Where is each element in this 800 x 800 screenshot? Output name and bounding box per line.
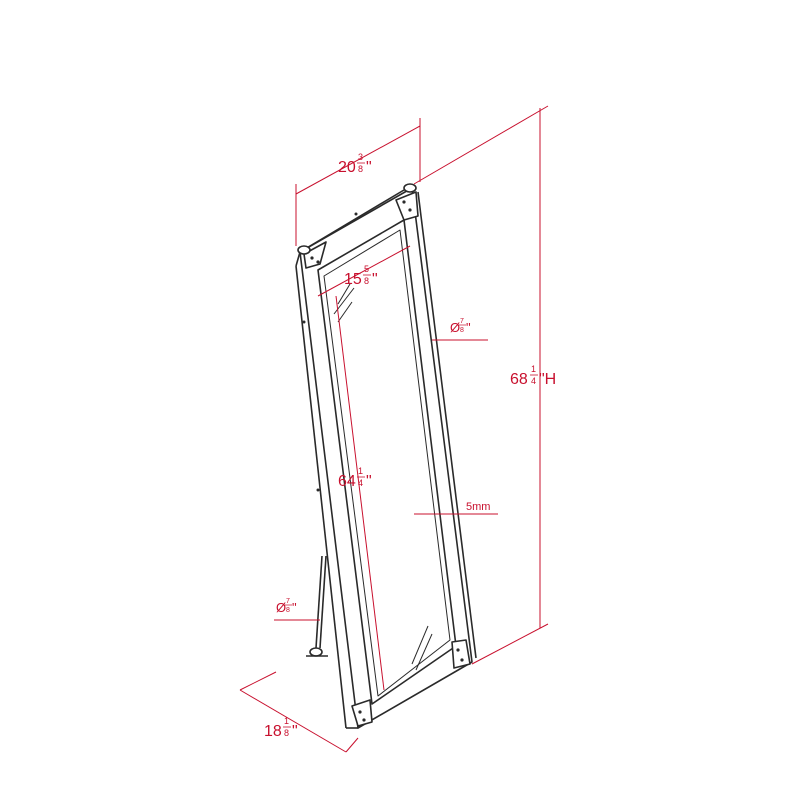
mirror-glass xyxy=(323,229,451,697)
dim-bottom-depth-line xyxy=(239,689,347,753)
tube-right-den: 8 xyxy=(460,327,464,334)
tube-right-unit: " xyxy=(466,320,471,335)
tube-left-unit: " xyxy=(292,600,297,615)
inner-width-unit: " xyxy=(372,271,378,288)
frame-side-left-long xyxy=(295,265,347,729)
glass-reflection-bottom xyxy=(411,625,433,671)
tube-right-num: 7 xyxy=(460,318,464,325)
stand-leg xyxy=(315,555,323,649)
dimension-labels: 20 3 8 " 15 5 8 " 68 1 4 "H 64 1 4 xyxy=(264,152,556,740)
total-height-den: 4 xyxy=(531,376,536,386)
inner-width-num: 5 xyxy=(364,264,369,274)
dim-inner-width-line xyxy=(317,245,411,297)
top-width-unit: " xyxy=(366,159,372,176)
total-height-unit: "H xyxy=(539,371,556,388)
frame-top-depth xyxy=(299,189,405,253)
glass-height-num: 1 xyxy=(358,466,363,476)
frame-right-depth xyxy=(417,191,477,659)
stand-leg-2 xyxy=(319,555,327,649)
glass-height-den: 4 xyxy=(358,478,363,488)
top-width-den: 8 xyxy=(358,164,363,174)
label-glass-thickness: 5mm xyxy=(466,501,490,513)
glass-height-whole: 64 xyxy=(338,473,356,490)
back-hardware xyxy=(302,212,358,492)
bottom-depth-den: 8 xyxy=(284,728,289,738)
label-glass-height: 64 1 4 " xyxy=(338,466,372,490)
top-width-num: 3 xyxy=(358,152,363,162)
total-height-whole: 68 xyxy=(510,371,528,388)
tube-right-prefix: Ø xyxy=(450,320,460,335)
stand-foot xyxy=(309,647,323,657)
glass-height-unit: " xyxy=(366,473,372,490)
tube-left-prefix: Ø xyxy=(276,600,286,615)
inner-width-whole: 15 xyxy=(344,271,362,288)
tube-left-den: 8 xyxy=(286,607,290,614)
dim-top-width-line xyxy=(295,125,421,195)
frame-inner xyxy=(317,219,457,705)
bottom-depth-num: 1 xyxy=(284,716,289,726)
dim-glass-height-line xyxy=(335,295,385,691)
corner-bracket-top-right xyxy=(395,191,419,221)
bolts xyxy=(310,200,464,722)
mirror-frame xyxy=(295,183,477,729)
top-cap-right xyxy=(403,183,417,193)
bottom-depth-unit: " xyxy=(292,723,298,740)
bottom-depth-whole: 18 xyxy=(264,723,282,740)
label-tube-dia-left: Ø 7 8 " xyxy=(276,598,297,615)
dim-bottom-depth-ext xyxy=(239,671,277,691)
frame-outer xyxy=(299,187,473,729)
label-total-height: 68 1 4 "H xyxy=(510,364,556,388)
label-bottom-depth: 18 1 8 " xyxy=(264,716,298,740)
dim-height-ext-top xyxy=(413,105,549,185)
dimension-lines xyxy=(239,105,549,753)
label-inner-width: 15 5 8 " xyxy=(344,264,378,288)
dim-height-ext-bottom xyxy=(471,623,549,665)
corner-bracket-bottom-right xyxy=(451,639,471,669)
label-tube-dia-right: Ø 7 8 " xyxy=(450,318,471,335)
top-width-whole: 20 xyxy=(338,159,356,176)
top-cap-left xyxy=(297,245,311,255)
inner-width-den: 8 xyxy=(364,276,369,286)
corner-bracket-bottom-left xyxy=(351,699,373,727)
corner-bracket-top-left xyxy=(303,241,327,269)
dim-bottom-depth-ext-right xyxy=(345,737,359,753)
tube-left-num: 7 xyxy=(286,598,290,605)
frame-side-left xyxy=(295,251,301,267)
label-top-width: 20 3 8 " xyxy=(338,152,372,176)
total-height-num: 1 xyxy=(531,364,536,374)
